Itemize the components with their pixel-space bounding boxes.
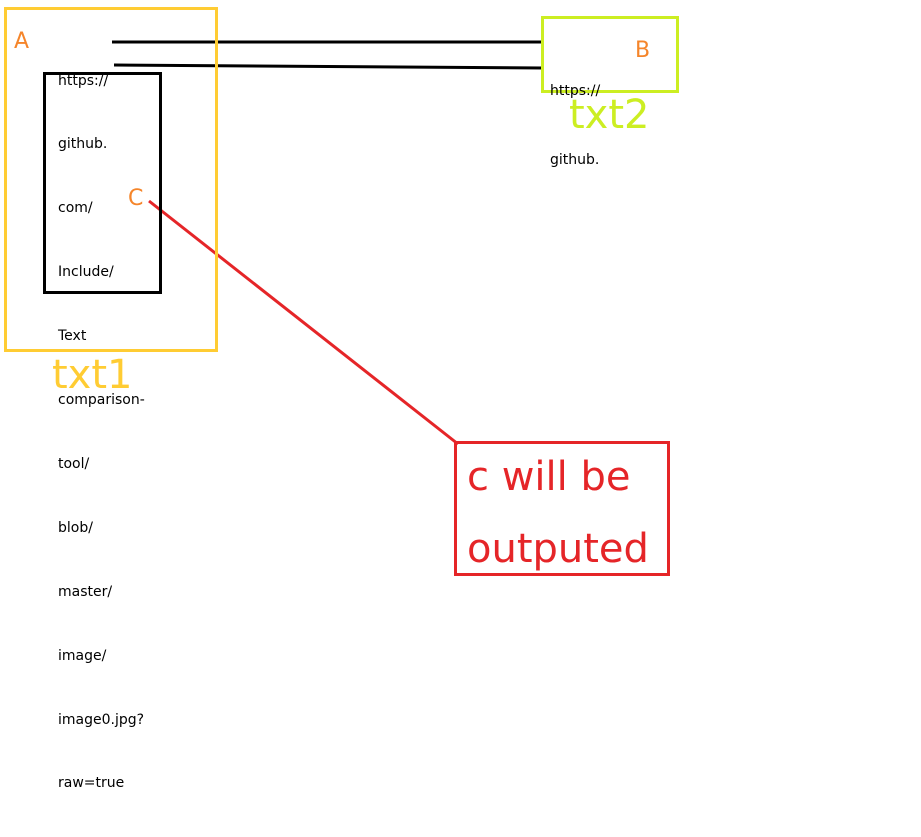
txt2-label: txt2 <box>569 92 650 138</box>
txt1-line: https:// <box>58 72 109 89</box>
marker-c: C <box>128 186 144 211</box>
marker-b: B <box>635 38 651 63</box>
pointer-line-c <box>148 199 459 446</box>
connector-layer <box>112 40 544 446</box>
note-line: c will be <box>467 454 631 500</box>
txt2-text: https:// github. <box>550 34 600 218</box>
txt1-line: Text <box>58 328 87 345</box>
txt1-line: blob/ <box>58 519 93 536</box>
txt1-line: github. <box>58 136 108 153</box>
txt2-line: github. <box>550 152 600 168</box>
txt2-box <box>541 16 679 93</box>
txt1-line: com/ <box>58 200 93 217</box>
c-region-box <box>43 72 162 294</box>
txt1-text: https:// github. com/ Include/ Text comp… <box>58 28 145 837</box>
note-text: c will be outputed <box>467 441 649 585</box>
connector-line-github <box>113 63 544 70</box>
marker-a: A <box>14 29 30 54</box>
txt1-line: tool/ <box>58 455 90 472</box>
txt1-line: Include/ <box>58 264 114 281</box>
diagram-canvas: https:// github. com/ Include/ Text comp… <box>4 7 679 791</box>
txt1-line: raw=true <box>58 775 125 792</box>
txt1-box <box>4 7 218 352</box>
txt1-label: txt1 <box>52 352 133 398</box>
txt2-line: https:// <box>550 83 601 99</box>
txt1-line: master/ <box>58 583 113 600</box>
note-line: outputed <box>467 526 649 572</box>
note-box <box>454 441 670 576</box>
txt1-line: image/ <box>58 647 107 664</box>
txt1-line: comparison- <box>58 392 145 409</box>
txt1-line: image0.jpg? <box>58 711 145 728</box>
